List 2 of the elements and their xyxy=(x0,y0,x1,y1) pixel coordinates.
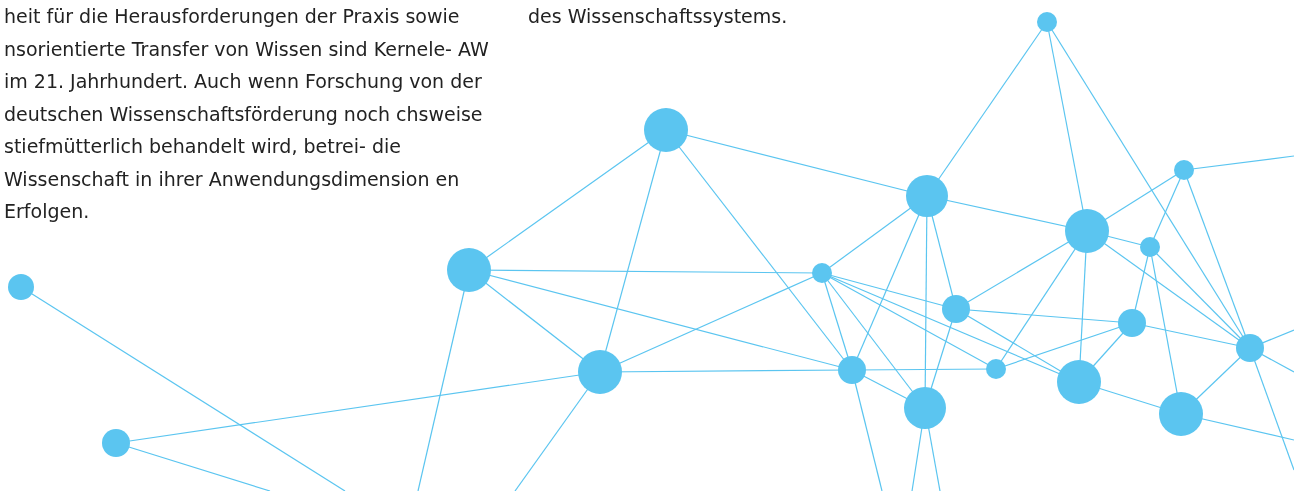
paragraph-text: des Wissenschaftssystems. xyxy=(528,4,789,29)
paragraph-text: heit für die Herausforderungen der Praxis sowie nsorientierte Transfer von Wissen sind Kernele- AW im 21. Jahrhundert. Auch wenn Forschung von der deutschen Wissenschaftsförderung noch chsweise stiefmütterlich behandelt wird, betrei- die Wissenschaft in ihrer Anwendungsdimension en Erfolgen. xyxy=(4,4,490,224)
